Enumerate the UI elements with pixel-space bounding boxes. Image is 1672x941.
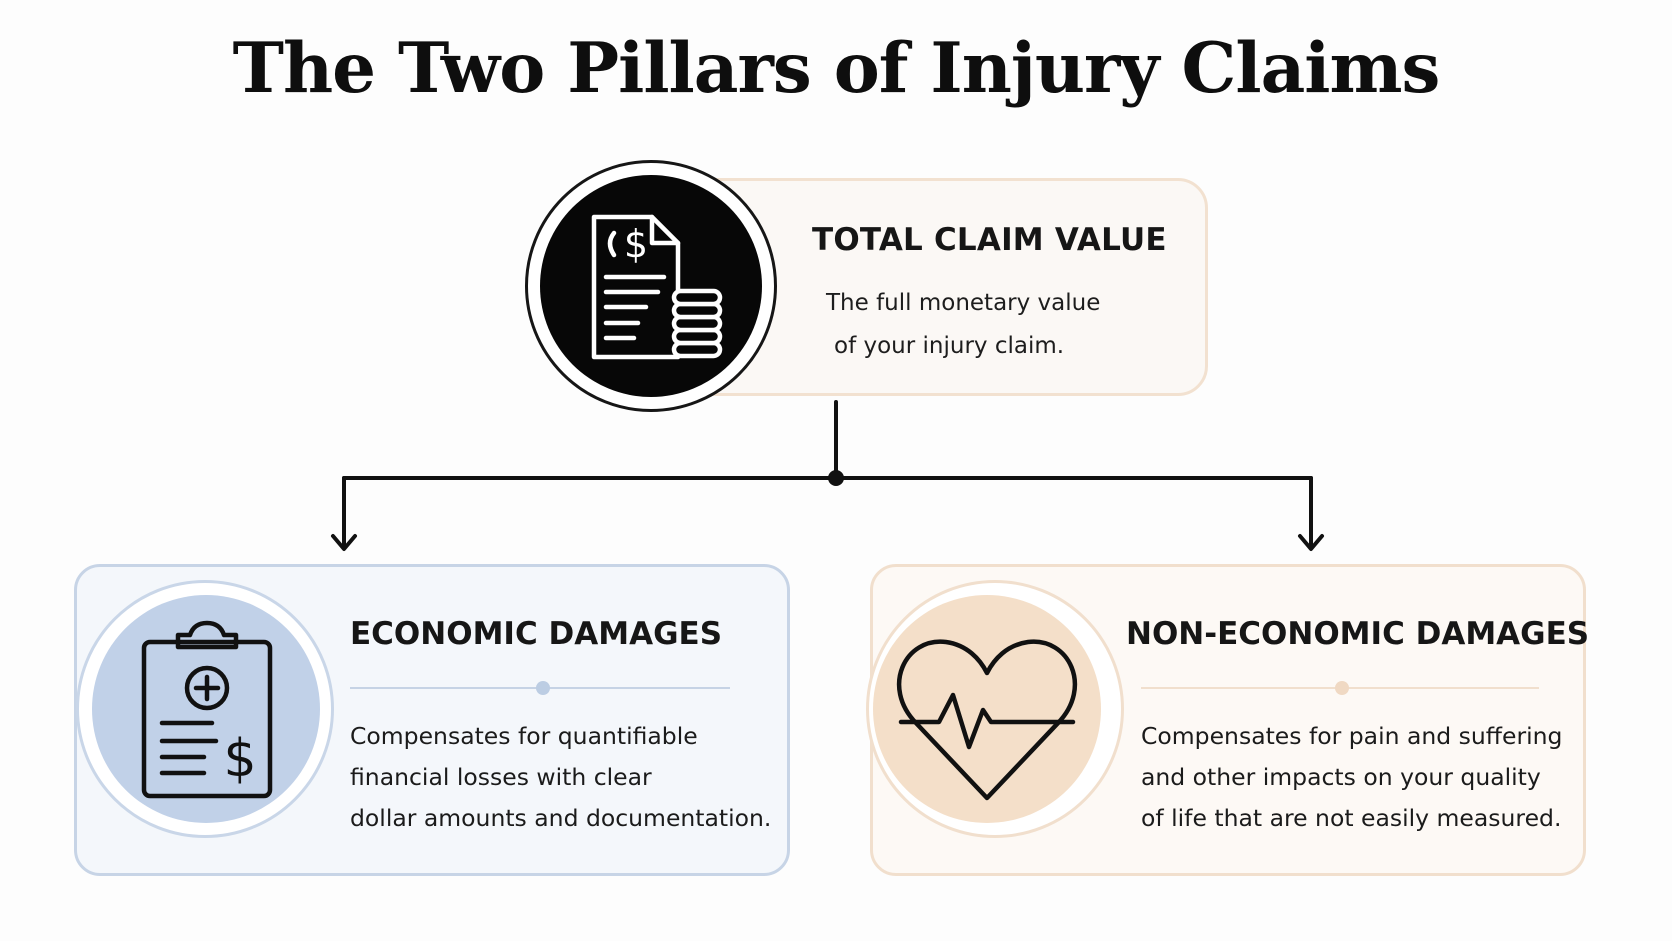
economic-description-line: dollar amounts and documentation.: [350, 804, 772, 832]
right-arrow-head: [1298, 534, 1324, 551]
svg-text:$: $: [223, 729, 256, 789]
economic-damages-description: Compensates for quantifiable financial l…: [350, 716, 771, 839]
medical-clipboard-dollar-icon: $: [141, 620, 273, 799]
non-economic-icon-disc: [873, 595, 1101, 823]
non-economic-divider-dot: [1335, 681, 1349, 695]
heart-pulse-icon: [896, 639, 1078, 801]
economic-description-line: Compensates for quantifiable: [350, 722, 698, 750]
total-claim-description: The full monetary value of your injury c…: [826, 282, 1166, 368]
total-claim-description-line: of your injury claim.: [834, 333, 1065, 359]
economic-damages-heading: ECONOMIC DAMAGES: [350, 616, 723, 652]
non-economic-damages-heading: NON-ECONOMIC DAMAGES: [1126, 616, 1590, 652]
document-dollar-coins-icon: $: [591, 214, 723, 360]
left-arrow-head: [331, 534, 357, 551]
non-economic-description-line: of life that are not easily measured.: [1141, 804, 1562, 832]
total-claim-heading: TOTAL CLAIM VALUE: [812, 222, 1167, 258]
non-economic-damages-description: Compensates for pain and suffering and o…: [1141, 716, 1562, 839]
economic-icon-disc: $: [92, 595, 320, 823]
economic-description-line: financial losses with clear: [350, 763, 652, 791]
total-claim-description-line: The full monetary value: [826, 290, 1101, 316]
economic-divider-dot: [536, 681, 550, 695]
diagram-title: The Two Pillars of Injury Claims: [232, 28, 1441, 109]
total-claim-icon-disc: $: [540, 175, 762, 397]
non-economic-description-line: and other impacts on your quality: [1141, 763, 1541, 791]
junction-dot: [828, 470, 844, 486]
non-economic-description-line: Compensates for pain and suffering: [1141, 722, 1563, 750]
svg-text:$: $: [624, 222, 648, 266]
